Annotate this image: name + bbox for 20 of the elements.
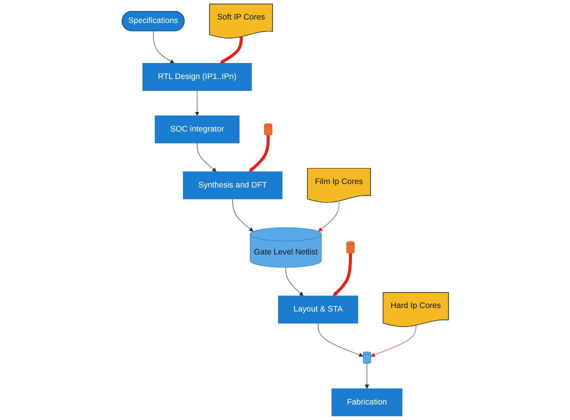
arrow [152, 30, 174, 64]
arrow [332, 253, 352, 296]
node-box: Layout & STA [278, 296, 358, 324]
arrow [285, 267, 304, 296]
arrow [318, 322, 364, 357]
node-box: SOC integrator [154, 116, 240, 144]
arrow [248, 135, 270, 172]
arrow [219, 36, 243, 64]
arrow [364, 363, 369, 389]
node-box: Fabrication [331, 388, 402, 416]
arrow [318, 200, 340, 232]
node-cylinder [346, 241, 354, 254]
node-box: RTL Design (IP1..IPn) [142, 63, 252, 91]
arrow [194, 90, 200, 116]
node-box: Synthesis and DFT [182, 171, 282, 200]
arrow [232, 198, 254, 232]
arrow [370, 325, 416, 357]
node-cylinder [362, 352, 371, 364]
node-cylinder [264, 123, 272, 136]
arrow [196, 142, 216, 172]
